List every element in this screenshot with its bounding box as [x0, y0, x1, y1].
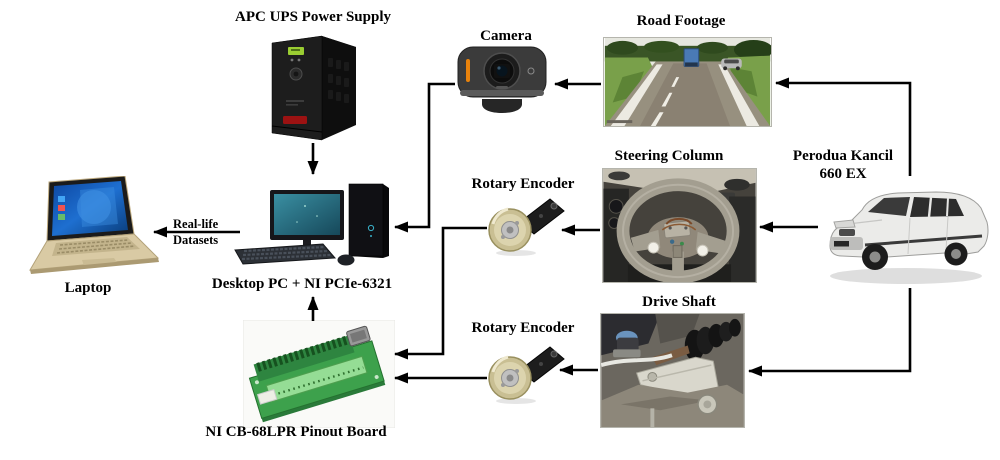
desktop-pc-label: Desktop PC + NI PCIe-6321	[211, 276, 393, 292]
camera-base	[482, 99, 522, 113]
hub-sticker-right	[696, 244, 709, 257]
steering-column-photo	[602, 168, 757, 283]
car-side-windows	[910, 197, 964, 217]
drive-shaft-photo	[600, 313, 745, 428]
real-life-datasets-label: Real-life Datasets	[173, 218, 218, 247]
car-side-stripe	[864, 234, 983, 247]
white-cable	[601, 353, 673, 367]
arrow-car-to-driveshaft	[748, 288, 912, 377]
camera-accent-stripe	[466, 59, 470, 82]
drive-shaft-label: Drive Shaft	[642, 294, 716, 310]
ups-illustration	[271, 35, 356, 141]
hub-sticker-left	[647, 241, 660, 254]
laptop-label: Laptop	[64, 280, 112, 296]
car-label: Perodua Kancil 660 EX	[793, 147, 893, 183]
pinout-board-label: NI CB-68LPR Pinout Board	[205, 424, 387, 440]
camera-logo	[527, 67, 535, 75]
real-life-datasets-line2: Datasets	[173, 233, 219, 247]
kancil-car-illustration	[829, 191, 989, 284]
rotary-encoder-bottom-illustration	[488, 346, 565, 404]
board-label-sticker	[256, 388, 278, 405]
ups-label: APC UPS Power Supply	[235, 9, 391, 25]
driveshaft-encoder	[613, 330, 641, 358]
car-windshield	[868, 197, 910, 216]
cv-boot	[684, 318, 741, 362]
pc-tower	[348, 183, 384, 257]
pinout-board-photo	[243, 320, 395, 428]
ups-apc-logo	[283, 116, 307, 124]
car-on-road	[721, 58, 742, 71]
desktop-pc-illustration	[234, 183, 389, 266]
car-label-line2: 660 EX	[819, 166, 867, 182]
rotary-encoder-bottom-label: Rotary Encoder	[471, 320, 575, 336]
laptop-illustration	[29, 176, 160, 274]
car-headlight	[833, 219, 856, 229]
laptop-screen-tiles	[58, 196, 65, 220]
real-life-datasets-line1: Real-life	[173, 217, 219, 231]
rotary-encoder-top-illustration	[488, 198, 565, 256]
car-label-line1: Perodua Kancil	[792, 148, 894, 164]
pc-mouse	[337, 254, 355, 266]
camera-illustration	[457, 46, 547, 113]
arrow-camera-to-pc	[394, 82, 455, 233]
steering-column-label: Steering Column	[614, 148, 724, 164]
road-footage-photo	[603, 37, 772, 127]
camera-label: Camera	[480, 28, 532, 44]
rotary-encoder-top-label: Rotary Encoder	[471, 176, 575, 192]
road-footage-label: Road Footage	[636, 13, 726, 29]
pinout-pcb	[248, 325, 386, 423]
